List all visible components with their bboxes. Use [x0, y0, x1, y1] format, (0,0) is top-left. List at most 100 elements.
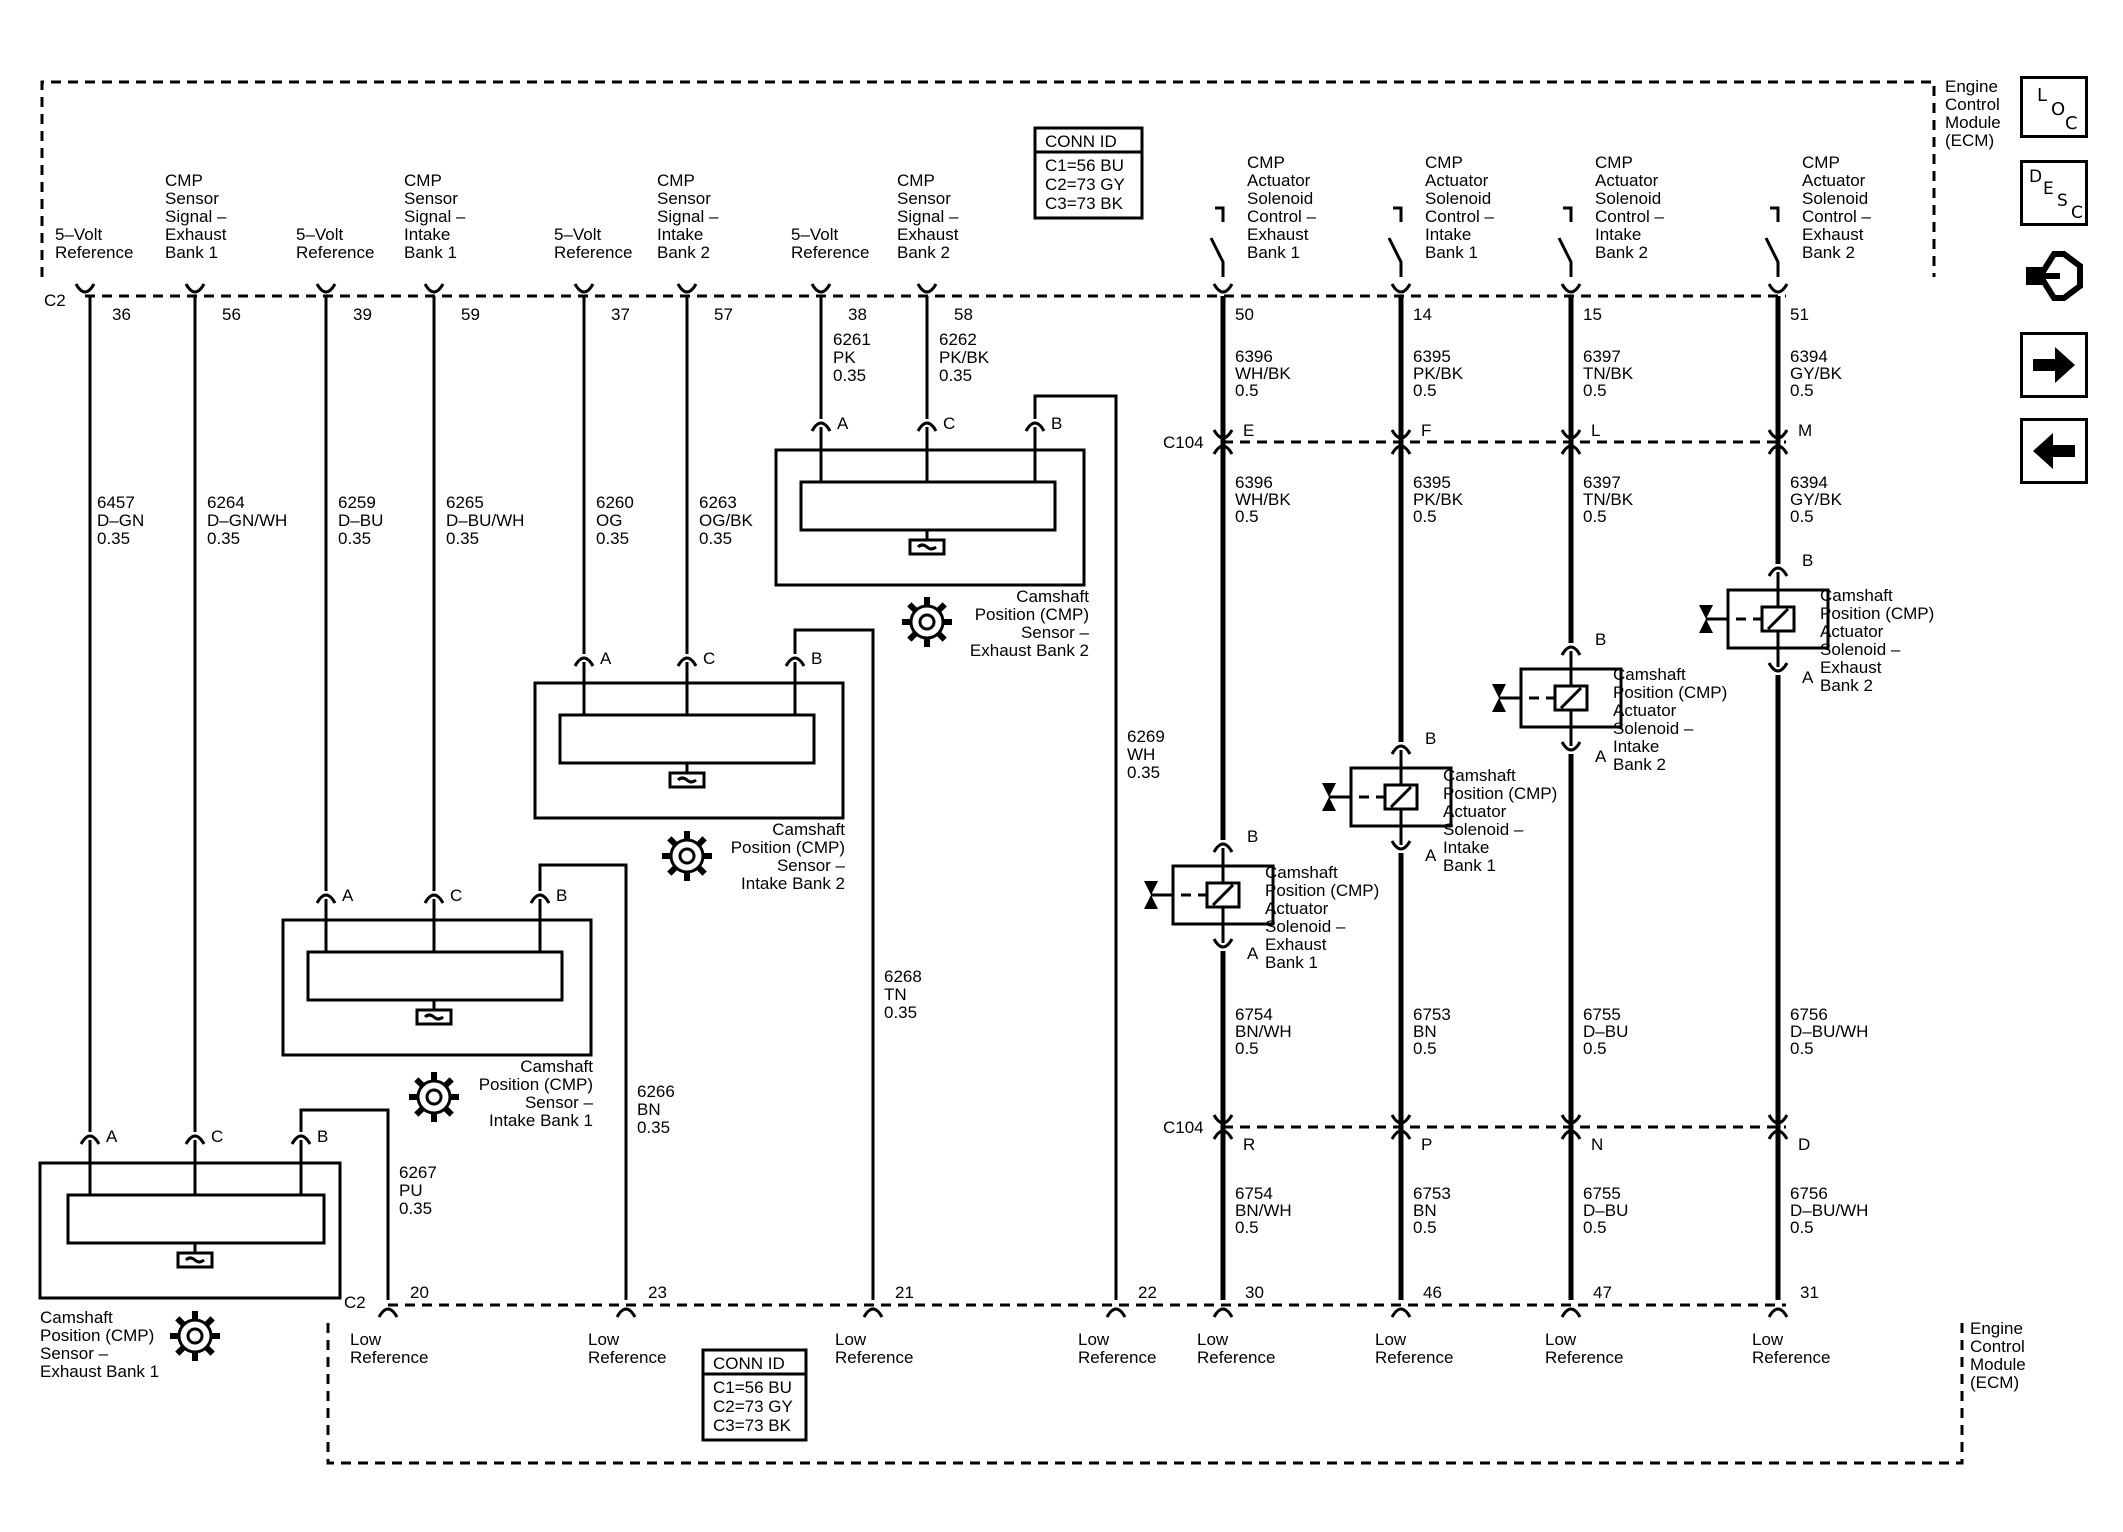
low-ref-wire	[299, 1108, 390, 1300]
solenoid-name: Exhaust	[1820, 658, 1882, 677]
conn-id-bottom: CONN ID C1=56 BU C2=73 GY C3=73 BK	[701, 1348, 808, 1442]
wire-label: TN	[884, 985, 907, 1004]
gear-icon	[662, 831, 712, 881]
ecm-label-top: Engine Control Module (ECM)	[1945, 77, 2001, 150]
solenoid-pin	[1212, 938, 1234, 949]
solenoid-name: Camshaft	[1265, 863, 1338, 882]
wire-label: OG	[596, 511, 622, 530]
sensor-name: Position (CMP)	[40, 1326, 154, 1345]
svg-text:C1=56 BU: C1=56 BU	[1045, 156, 1124, 175]
c104-pin-label: F	[1421, 421, 1431, 440]
function-label: Control –	[1247, 207, 1317, 226]
sensor-pin-label: C	[211, 1127, 223, 1146]
wire-label: 0.35	[939, 366, 972, 385]
c104-pin-label: L	[1591, 421, 1600, 440]
function-label: Bank 2	[1802, 243, 1855, 262]
wire-label: PK	[833, 348, 856, 367]
svg-text:(ECM): (ECM)	[1945, 131, 1994, 150]
sensor-name: Camshaft	[520, 1057, 593, 1076]
function-label: Reference	[55, 243, 133, 262]
sensor-name: Sensor –	[40, 1344, 109, 1363]
wire-label: PK/BK	[1413, 490, 1464, 509]
sensor-name: Camshaft	[40, 1308, 113, 1327]
wire-label: 0.35	[637, 1118, 670, 1137]
function-label: Bank 2	[1595, 243, 1648, 262]
svg-text:C2=73 GY: C2=73 GY	[713, 1397, 793, 1416]
solenoid-name: Exhaust	[1265, 935, 1327, 954]
function-label: Intake	[1595, 225, 1641, 244]
c2-pin	[315, 283, 337, 294]
function-label: Signal –	[404, 207, 466, 226]
sensor-pin-label: B	[317, 1127, 328, 1146]
solenoid-name: Position (CMP)	[1613, 683, 1727, 702]
c2-pin	[1105, 1307, 1127, 1318]
sensor-name: Intake Bank 1	[489, 1111, 593, 1130]
ecm-label-bottom: Engine Control Module (ECM)	[1970, 1319, 2026, 1392]
solenoid-pin	[1560, 645, 1582, 656]
sensor-name: Sensor –	[777, 856, 846, 875]
pin-number: 15	[1583, 305, 1602, 324]
c2-pin	[810, 283, 832, 294]
wire-label: GY/BK	[1790, 364, 1843, 383]
solenoid-pin-label: A	[1595, 747, 1607, 766]
wire-label: 0.35	[399, 1199, 432, 1218]
c104-pin	[1767, 444, 1789, 455]
wire-label: 0.35	[207, 529, 240, 548]
function-label: Intake	[657, 225, 703, 244]
wire-label: 0.5	[1583, 507, 1607, 526]
wire-label: 0.5	[1583, 1039, 1607, 1058]
function-label: Exhaust	[1247, 225, 1309, 244]
wire-label: 0.5	[1235, 1218, 1259, 1237]
loc-button[interactable]: L O C	[2020, 76, 2088, 138]
c104-top-label: C104	[1163, 433, 1204, 452]
wire-label: 6756	[1790, 1005, 1828, 1024]
wire-label: 6263	[699, 493, 737, 512]
function-label: CMP	[1247, 153, 1285, 172]
pin-number: 21	[895, 1283, 914, 1302]
pin-number: 23	[648, 1283, 667, 1302]
function-label: Sensor	[165, 189, 219, 208]
solenoid-name: Actuator	[1443, 802, 1507, 821]
solenoid-name: Actuator	[1613, 701, 1677, 720]
wire-label: 6259	[338, 493, 376, 512]
c2-pin	[1212, 283, 1234, 294]
function-label: Exhaust	[165, 225, 227, 244]
connector-icon[interactable]	[2020, 240, 2090, 312]
function-label: CMP	[897, 171, 935, 190]
svg-text:Engine: Engine	[1945, 77, 1998, 96]
function-label: Sensor	[404, 189, 458, 208]
function-label: CMP	[404, 171, 442, 190]
c104-pin	[1212, 1129, 1234, 1140]
wire-label: D–BU/WH	[1790, 1201, 1868, 1220]
function-label: Bank 1	[1247, 243, 1300, 262]
solenoid-name: Bank 2	[1613, 755, 1666, 774]
desc-button[interactable]: D E S C	[2020, 160, 2088, 226]
function-label: 5–Volt	[55, 225, 103, 244]
sensor-name: Sensor –	[525, 1093, 594, 1112]
wire-label: BN	[1413, 1201, 1437, 1220]
c2-pin	[615, 1307, 637, 1318]
arrow-left-icon[interactable]	[2020, 418, 2088, 484]
solenoid-name: Solenoid –	[1613, 719, 1694, 738]
solenoid-name: Camshaft	[1443, 766, 1516, 785]
pin-number: 50	[1235, 305, 1254, 324]
sensor-pin-label: A	[837, 414, 849, 433]
solenoid-name: Intake	[1443, 838, 1489, 857]
wire-label: PU	[399, 1181, 423, 1200]
function-label: Sensor	[897, 189, 951, 208]
arrow-right-icon[interactable]	[2020, 332, 2088, 398]
low-reference-label: Low	[835, 1330, 867, 1349]
low-ref-wire	[1033, 394, 1118, 1300]
sensor-pin	[315, 893, 337, 904]
c2-pin	[676, 283, 698, 294]
c2-pin	[1767, 1307, 1789, 1318]
